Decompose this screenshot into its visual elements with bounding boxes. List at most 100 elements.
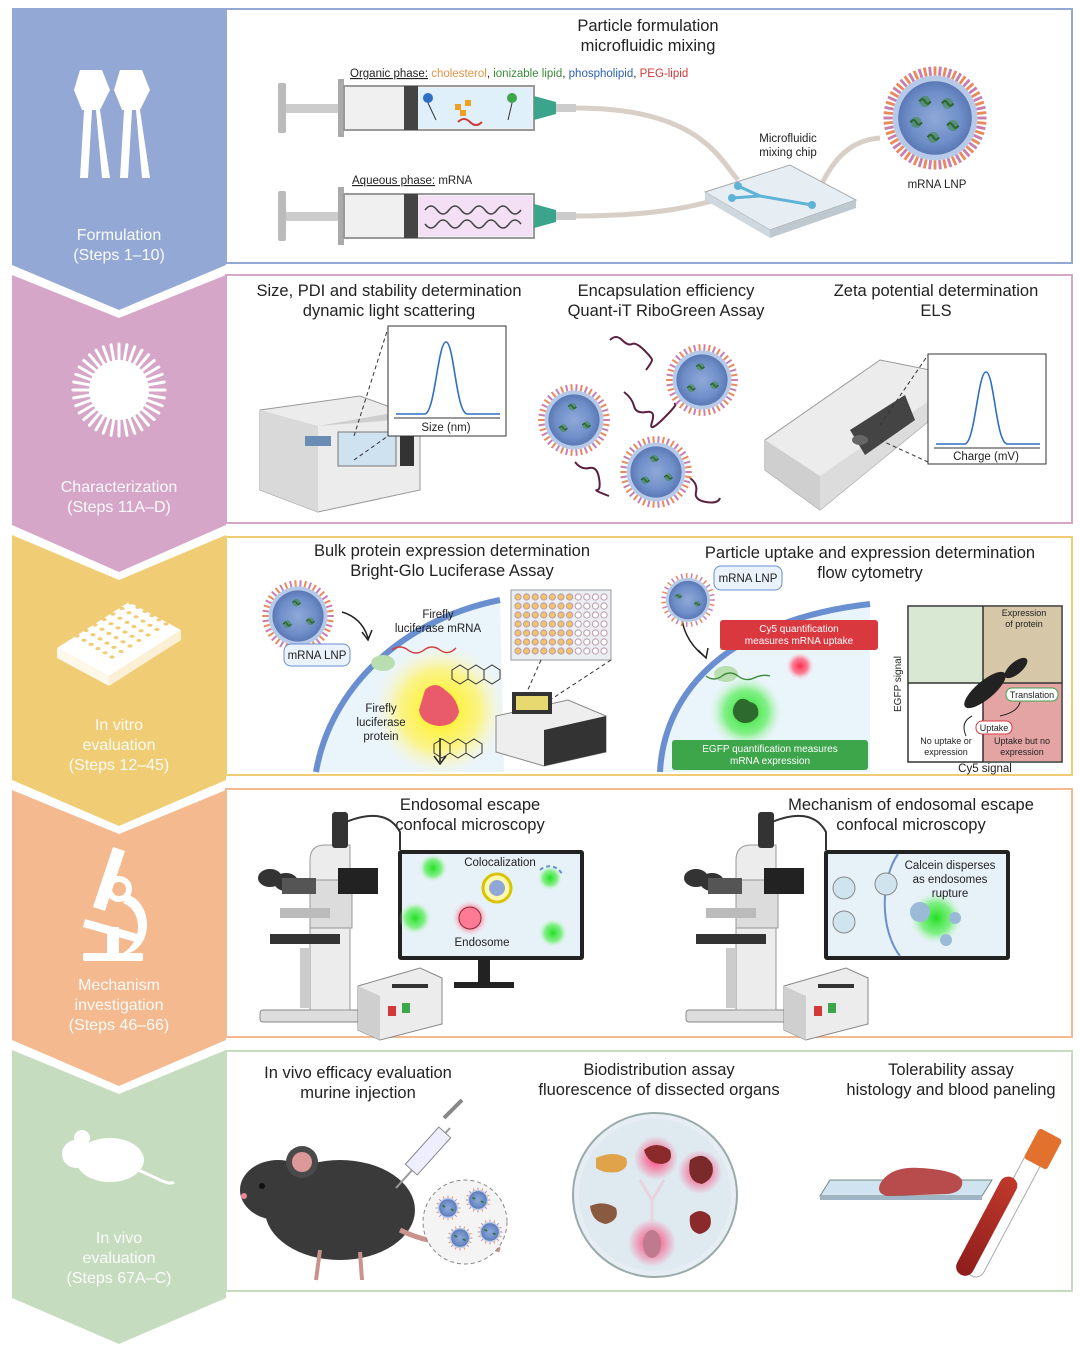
plate-zoom-line-1 [525, 659, 542, 695]
svg-text:dynamic light scattering: dynamic light scattering [303, 302, 475, 320]
trachea-icon [638, 1179, 666, 1222]
zeta-zoom-line-2 [879, 439, 929, 463]
svg-text:confocal microscopy: confocal microscopy [395, 816, 545, 834]
svg-text:In vitro: In vitro [95, 717, 143, 734]
svg-text:Formulation: Formulation [77, 227, 161, 244]
ee-title: Encapsulation efficiency Quant-iT RiboGr… [568, 282, 766, 320]
svg-text:mixing chip: mixing chip [759, 147, 817, 159]
flow-y-axis-label: EGFP signal [893, 656, 904, 712]
pancreas-icon [596, 1154, 627, 1173]
svg-text:microfluidic mixing: microfluidic mixing [581, 37, 716, 55]
lnp-ee-1 [538, 384, 610, 456]
spleen-icon [644, 1145, 671, 1164]
mrna-lnp-large [883, 66, 987, 170]
svg-text:Encapsulation efficiency: Encapsulation efficiency [578, 282, 755, 300]
dls-instrument [259, 395, 421, 513]
tube-organic [575, 105, 740, 182]
svg-text:Tolerability assay: Tolerability assay [888, 1061, 1014, 1079]
svg-text:expression: expression [1000, 747, 1044, 757]
mouse-icon [62, 1130, 175, 1185]
dls-size-plot [387, 325, 507, 437]
efficacy-title: In vivo efficacy evaluation murine injec… [264, 1064, 452, 1102]
svg-text:mRNA LNP: mRNA LNP [288, 650, 347, 662]
step-label-in-vitro: In vitro evaluation (Steps 12–45) [69, 717, 170, 774]
svg-text:In vivo efficacy evaluation: In vivo efficacy evaluation [264, 1064, 452, 1082]
luciferin-molecule [433, 664, 501, 759]
free-mrna-strands [574, 336, 721, 504]
well-plate-icon [57, 595, 181, 686]
colocalization-label: Colocalization [464, 857, 536, 869]
zeta-zoom-line-1 [879, 354, 929, 426]
svg-text:(Steps 46–66): (Steps 46–66) [69, 1017, 170, 1034]
power-supply-left [357, 967, 443, 1041]
svg-text:Firefly: Firefly [422, 609, 454, 621]
lipid-icon [74, 70, 150, 178]
svg-text:Characterization: Characterization [61, 479, 178, 496]
heart-icon [689, 1211, 711, 1234]
svg-text:as endosomes: as endosomes [913, 874, 988, 886]
dls-zoom-line-2 [353, 327, 389, 437]
svg-text:evaluation: evaluation [83, 1250, 156, 1267]
lnp-ee-3 [620, 436, 692, 508]
firefly-protein-label: Firefly luciferase protein [356, 703, 405, 743]
svg-text:evaluation: evaluation [83, 737, 156, 754]
step-in-vitro-band [12, 535, 226, 826]
svg-text:luciferase: luciferase [356, 717, 405, 729]
mrna-lnp-tag-bulk: mRNA LNP [283, 643, 351, 667]
svg-text:mRNA expression: mRNA expression [730, 756, 810, 767]
step-label-mechanism: Mechanism investigation (Steps 46–66) [69, 977, 170, 1034]
nanoparticle-icon [71, 342, 167, 438]
svg-text:Bulk protein expression determ: Bulk protein expression determination [314, 542, 590, 560]
step-label-characterization: Characterization (Steps 11A–D) [61, 479, 178, 516]
step-in-vivo-band [12, 1050, 226, 1344]
zeta-instrument [764, 359, 931, 511]
flow-title: Particle uptake and expression determina… [705, 544, 1035, 582]
svg-text:Particle uptake and expression: Particle uptake and expression determina… [705, 544, 1035, 562]
plate-zoom-line-2 [549, 659, 612, 701]
svg-text:protein: protein [363, 731, 398, 743]
svg-text:EGFP quantification measures: EGFP quantification measures [702, 744, 837, 755]
svg-text:(Steps 11A–D): (Steps 11A–D) [67, 499, 171, 516]
svg-text:luciferase mRNA: luciferase mRNA [395, 623, 482, 635]
endosome-label: Endosome [455, 937, 510, 949]
microscope-left [258, 812, 401, 1023]
zeta-title: Zeta potential determination ELS [834, 282, 1039, 320]
flow-plot [907, 605, 1063, 763]
aqueous-phase-label: Aqueous phase: mRNA [352, 175, 473, 187]
biodistribution-title: Biodistribution assay fluorescence of di… [538, 1061, 779, 1099]
svg-text:Calcein disperses: Calcein disperses [905, 860, 996, 872]
flow-quadrant-labels: Expression of protein No uptake or expre… [920, 608, 1059, 757]
lung-icon [643, 1230, 661, 1258]
zeta-axis-label: Charge (mV) [953, 451, 1019, 463]
lnp-bulk [262, 580, 334, 652]
cy5-box: Cy5 quantification measures mRNA uptake [720, 620, 878, 650]
egfp-box: EGFP quantification measures mRNA expres… [672, 740, 868, 770]
svg-text:Translation: Translation [1010, 690, 1054, 700]
kidney-icon [689, 1155, 713, 1184]
microfluidic-chip [703, 164, 858, 238]
lnp-vivo-1 [435, 1195, 461, 1221]
svg-text:Mechanism of endosomal escape: Mechanism of endosomal escape [788, 796, 1034, 814]
bulk-title: Bulk protein expression determination Br… [314, 542, 590, 580]
zeta-charge-plot [927, 353, 1047, 465]
svg-text:Expression: Expression [1002, 608, 1047, 618]
svg-text:mRNA LNP: mRNA LNP [719, 573, 778, 585]
lnp-flow [661, 573, 715, 627]
svg-text:Firefly: Firefly [365, 703, 397, 715]
well-plate-zoom [510, 589, 612, 661]
svg-text:Aqueous phase: mRNA: Aqueous phase: mRNA [352, 175, 473, 187]
svg-text:Quant-iT RiboGreen Assay: Quant-iT RiboGreen Assay [568, 302, 766, 320]
microscope-right [684, 812, 827, 1023]
dls-axis-label: Size (nm) [421, 422, 470, 434]
dls-title: Size, PDI and stability determination dy… [256, 282, 521, 320]
svg-text:Mechanism: Mechanism [78, 977, 160, 994]
aqueous-syringe [278, 187, 576, 245]
firefly-mrna-label: Firefly luciferase mRNA [395, 609, 482, 635]
svg-text:Biodistribution assay: Biodistribution assay [583, 1061, 735, 1079]
svg-text:Endosomal escape: Endosomal escape [400, 796, 540, 814]
petri-dish-organs [572, 1112, 738, 1278]
liver-icon [590, 1203, 617, 1224]
svg-text:Cy5 quantification: Cy5 quantification [759, 624, 839, 635]
svg-text:(Steps 1–10): (Steps 1–10) [73, 247, 165, 264]
